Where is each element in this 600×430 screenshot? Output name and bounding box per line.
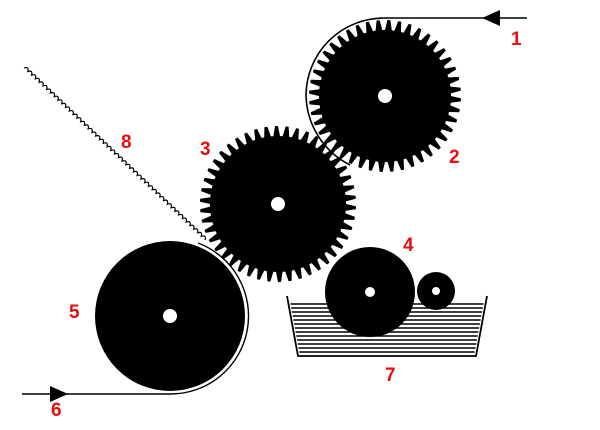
gear-2 (309, 20, 461, 172)
label-4: 4 (403, 235, 414, 256)
bottom-arrowhead (50, 386, 68, 402)
roller-5-wrap-line (169, 242, 250, 395)
small-roller (417, 272, 455, 310)
label-7: 7 (385, 365, 396, 386)
label-8: 8 (121, 132, 132, 153)
gear-3 (200, 126, 356, 282)
roller-4 (325, 247, 415, 337)
label-5: 5 (69, 302, 80, 323)
label-6: 6 (51, 400, 62, 421)
serrated-web (23, 66, 206, 241)
label-2: 2 (449, 147, 460, 168)
roller-5 (95, 241, 245, 391)
top-arrowhead (482, 10, 500, 26)
label-3: 3 (200, 139, 211, 160)
label-1: 1 (511, 29, 522, 50)
